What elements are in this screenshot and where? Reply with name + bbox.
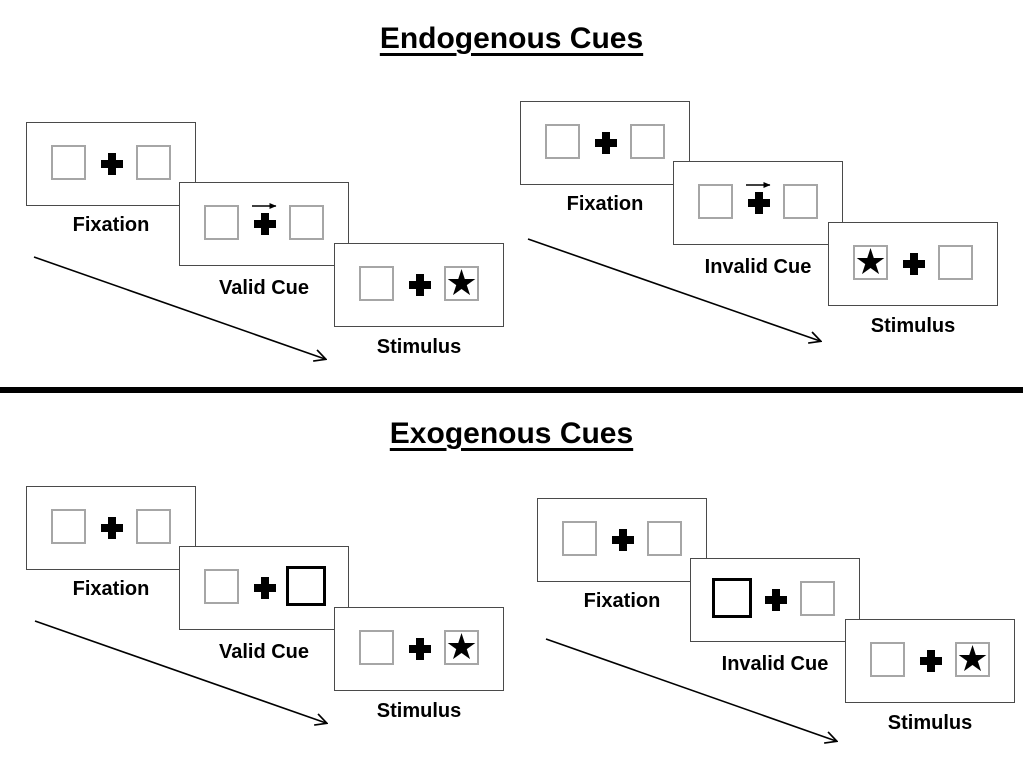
section-divider (0, 387, 1023, 393)
cue-label: Valid Cue (218, 277, 310, 299)
cue-arrow-right-icon (252, 203, 277, 209)
cue-label: Invalid Cue (721, 653, 829, 675)
fixation-label: Fixation (72, 214, 150, 236)
left-placeholder-box (870, 642, 905, 677)
cue-arrow-right-icon (746, 182, 771, 188)
fixation-label: Fixation (566, 193, 644, 215)
invalid-cue-panel (690, 558, 860, 642)
right-placeholder-box (783, 184, 818, 219)
stimulus-panel: ★ (845, 619, 1015, 703)
highlighted-left-cue-box (712, 578, 752, 618)
right-target-box: ★ (955, 638, 990, 680)
left-placeholder-box (698, 184, 733, 219)
fixation-panel (26, 122, 196, 206)
left-placeholder-box (562, 521, 597, 556)
fixation-cross-icon (409, 638, 431, 660)
fixation-cross-icon (409, 274, 431, 296)
time-course-arrow-icon (33, 256, 508, 380)
highlighted-right-cue-box (286, 566, 326, 606)
right-target-box: ★ (444, 626, 479, 668)
left-placeholder-box (51, 509, 86, 544)
valid-cue-panel (179, 546, 349, 630)
time-course-arrow-icon (527, 238, 1002, 359)
left-placeholder-box (204, 205, 239, 240)
time-course-arrow-icon (545, 638, 1019, 756)
left-target-box: ★ (853, 241, 888, 283)
fixation-cross-icon (748, 192, 770, 214)
right-placeholder-box (938, 245, 973, 280)
fixation-cross-icon (101, 153, 123, 175)
fixation-cross-icon (903, 253, 925, 275)
left-placeholder-box (359, 630, 394, 665)
fixation-cross-icon (254, 577, 276, 599)
left-placeholder-box (204, 569, 239, 604)
stimulus-panel: ★ (334, 243, 504, 327)
star-stimulus-icon: ★ (445, 626, 478, 668)
stimulus-label: Stimulus (887, 712, 973, 734)
exogenous-section-title: Exogenous Cues (389, 417, 634, 450)
left-placeholder-box (545, 124, 580, 159)
valid-cue-panel (179, 182, 349, 266)
stimulus-label: Stimulus (870, 315, 956, 337)
fixation-cross-icon (101, 517, 123, 539)
fixation-panel (26, 486, 196, 570)
fixation-panel (537, 498, 707, 582)
exogenous-invalid-trial-sequence: Fixation Invalid Cue ★ Stimulus (537, 498, 1019, 756)
left-placeholder-box (51, 145, 86, 180)
endogenous-valid-trial-sequence: Fixation Valid Cue ★ Stimulus (26, 122, 508, 380)
fixation-cross-icon (254, 213, 276, 235)
right-placeholder-box (630, 124, 665, 159)
star-stimulus-icon: ★ (445, 262, 478, 304)
endogenous-section-title: Endogenous Cues (379, 22, 644, 55)
cue-label: Valid Cue (218, 641, 310, 663)
star-stimulus-icon: ★ (854, 241, 887, 283)
exogenous-valid-trial-sequence: Fixation Valid Cue ★ Stimulus (26, 486, 508, 744)
fixation-cross-icon (595, 132, 617, 154)
right-placeholder-box (800, 581, 835, 616)
invalid-cue-panel (673, 161, 843, 245)
stimulus-label: Stimulus (376, 700, 462, 722)
star-stimulus-icon: ★ (956, 638, 989, 680)
fixation-cross-icon (920, 650, 942, 672)
stimulus-label: Stimulus (376, 336, 462, 358)
time-course-arrow-icon (34, 620, 508, 744)
cue-label: Invalid Cue (704, 256, 812, 278)
fixation-panel (520, 101, 690, 185)
endogenous-invalid-trial-sequence: Fixation Invalid Cue ★ Stimulus (520, 101, 1002, 359)
fixation-cross-icon (765, 589, 787, 611)
stimulus-panel: ★ (828, 222, 998, 306)
right-placeholder-box (289, 205, 324, 240)
right-placeholder-box (136, 145, 171, 180)
right-placeholder-box (647, 521, 682, 556)
fixation-label: Fixation (583, 590, 661, 612)
fixation-cross-icon (612, 529, 634, 551)
right-placeholder-box (136, 509, 171, 544)
stimulus-panel: ★ (334, 607, 504, 691)
right-target-box: ★ (444, 262, 479, 304)
left-placeholder-box (359, 266, 394, 301)
fixation-label: Fixation (72, 578, 150, 600)
